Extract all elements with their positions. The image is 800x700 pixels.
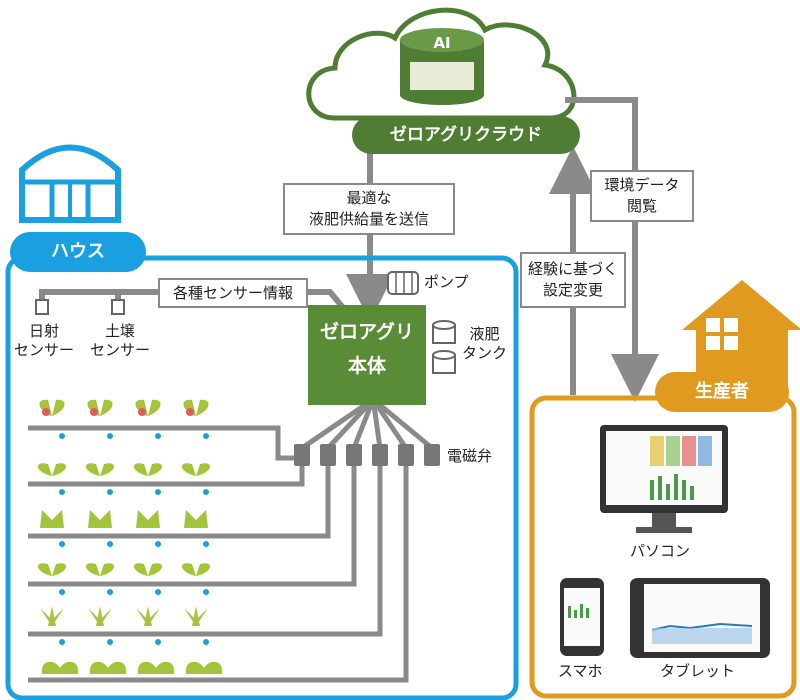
view-line1: 環境データ [604,176,680,194]
pump-label: ポンプ [424,273,469,291]
sensor-info-box: 各種センサー情報 [158,278,308,308]
ai-database-icon [400,28,484,105]
farmer-house-icon [682,280,800,385]
view-data-box: 環境データ 閲覧 [590,170,694,222]
house-frame [5,255,519,700]
cloud-title: ゼロアグリクラウド [352,116,580,154]
send-line1: 最適な [346,189,392,207]
cloud-to-farmer-arrow [565,97,659,402]
main-unit-line2: 本体 [347,355,386,377]
tablet-label: タブレット [660,662,736,680]
sun-sensor-icon [35,299,49,315]
fertilizer-tank-icon [432,320,456,374]
main-unit: ゼロアグリ 本体 [308,305,426,405]
sun-sensor-line1: 日射 [28,322,59,340]
house-title: ハウス [10,232,146,272]
valve-label: 電磁弁 [447,447,493,465]
drip-points [59,433,209,645]
solenoid-valve-icons [294,444,440,466]
tank-label: 液肥 タンク [462,325,507,363]
smartphone-icon [560,578,604,656]
pump-icon [387,271,419,295]
irrigation-lines [28,425,409,683]
view-line2: 閲覧 [626,197,657,215]
settings-line1: 経験に基づく [527,260,618,278]
send-line2: 液肥供給量を送信 [308,210,429,228]
settings-change-box: 経験に基づく 設定変更 [520,252,626,308]
settings-line2: 設定変更 [542,281,603,299]
soil-sensor-line1: 土壌 [104,322,135,340]
plant-rows [37,399,223,674]
farmer-title: 生産者 [655,372,789,412]
pc-label: パソコン [630,542,691,560]
send-fertilizer-box: 最適な 液肥供給量を送信 [283,183,455,235]
tablet-icon [630,578,770,658]
soil-sensor-label: 土壌 センサー [82,322,158,360]
sun-sensor-line2: センサー [13,341,74,359]
pc-monitor-icon [600,425,728,533]
tank-line1: 液肥 [469,325,500,343]
greenhouse-icon [19,144,121,223]
main-unit-line1: ゼロアグリ [319,321,415,343]
ai-label: AI [433,34,451,52]
tank-line2: タンク [462,344,508,362]
valve-pipes [300,402,434,451]
phone-label: スマホ [558,662,603,680]
soil-sensor-line2: センサー [89,341,150,359]
soil-sensor-icon [111,299,125,315]
sun-sensor-label: 日射 センサー [6,322,82,360]
